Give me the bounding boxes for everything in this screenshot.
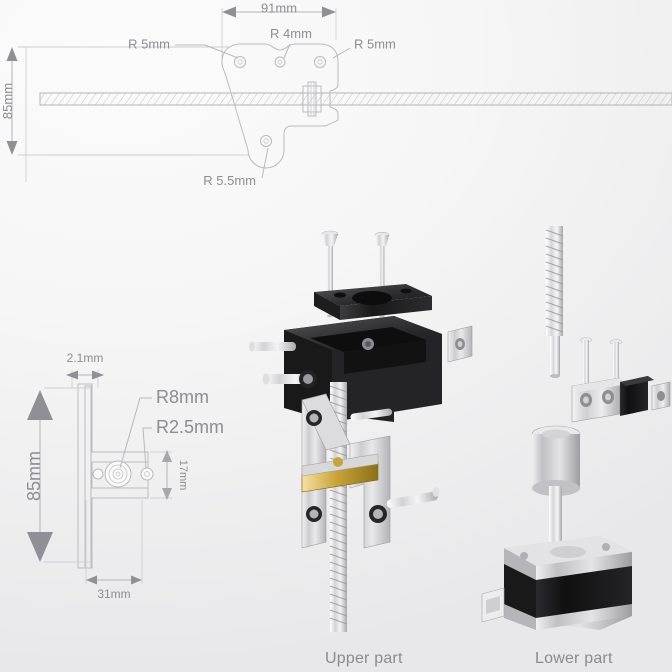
boss-plain-hole <box>92 468 104 480</box>
radius-label-top-right: R 5mm <box>354 36 396 51</box>
lower-part-assembly <box>480 218 672 638</box>
stepper-motor <box>481 536 632 630</box>
boss-small <box>140 467 154 481</box>
bracket-outline <box>221 43 339 169</box>
dim-offset-label: 17mm <box>177 460 189 491</box>
upper-part-assembly <box>246 222 516 642</box>
cap-screw-right <box>374 231 390 318</box>
coupler-clamp-block <box>571 376 671 423</box>
black-cap-plate <box>314 284 432 320</box>
motor-shaft <box>549 486 562 542</box>
rail-clamp-fitting <box>302 81 322 117</box>
coupler-screw-left <box>579 337 593 402</box>
dim-side-height-label: 85mm <box>24 451 44 501</box>
shaft-coupler <box>531 425 581 496</box>
coupler-screw-right <box>609 339 623 402</box>
hole-top-right <box>314 56 326 68</box>
cap-screw-left <box>321 230 339 318</box>
threaded-rod <box>545 226 564 378</box>
radius-label-boss-small: R2.5mm <box>156 417 224 437</box>
shoulder-screw-upper-left <box>249 341 296 352</box>
side-drawing-group: 2.1mm <box>0 340 270 610</box>
radius-label-top-left: R 5mm <box>128 36 170 51</box>
rail-cross-section <box>39 92 672 106</box>
boss-large <box>104 460 132 488</box>
side-tab-bracket <box>447 325 473 363</box>
label-upper-part: Upper part <box>325 650 403 667</box>
bracket-pin-upper <box>350 408 393 421</box>
dim-height-label: 85mm <box>0 83 15 119</box>
radius-label-top-center: R 4mm <box>270 26 312 41</box>
label-lower-part: Lower part <box>535 650 613 667</box>
radius-label-boss-large: R8mm <box>156 387 209 407</box>
shoulder-screw-lower-left <box>262 370 317 388</box>
dim-width-label: 91mm <box>261 0 297 15</box>
bracket-pin-lower <box>386 487 440 509</box>
hole-top-center <box>274 56 286 68</box>
radius-label-bottom: R 5.5mm <box>203 173 256 188</box>
top-drawing-group: 91mm 85mm <box>0 0 672 215</box>
hole-top-left <box>234 56 246 68</box>
dim-thickness-label: 2.1mm <box>67 351 104 365</box>
brass-nut <box>301 453 379 493</box>
dim-depth-label: 31mm <box>97 587 130 601</box>
hole-bottom <box>260 135 272 147</box>
